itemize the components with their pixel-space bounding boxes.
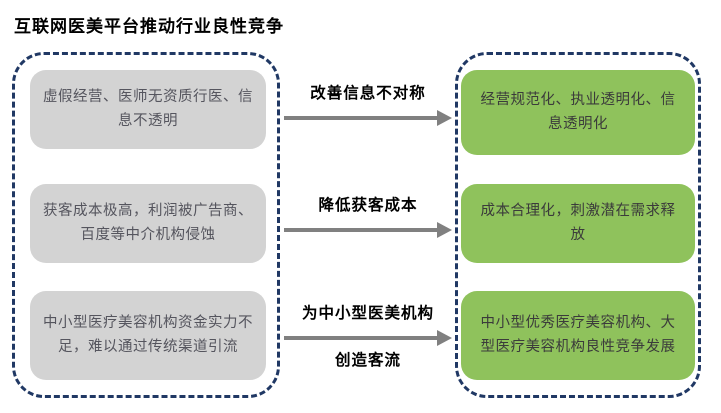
arrow-label: 降低获客成本 — [318, 197, 418, 214]
arrow-label-below: 创造客流 — [334, 351, 401, 369]
problem-box-text: 中小型医疗美容机构资金实力不足，难以通过传统渠道引流 — [43, 315, 253, 355]
problem-box-info-opacity: 虚假经营、医师无资质行医、信息不透明 — [30, 70, 266, 149]
right-arrow-icon — [284, 329, 452, 346]
arrow-head-icon — [437, 109, 452, 126]
arrow-label: 为中小型医美机构 — [301, 305, 434, 322]
problem-box-text: 获客成本极高，利润被广告商、百度等中介机构侵蚀 — [43, 203, 253, 243]
arrow-group-1: 改善信息不对称 — [284, 85, 452, 126]
problems-panel — [12, 52, 280, 398]
arrow-group-3: 为中小型医美机构 创造客流 — [284, 305, 452, 370]
outcome-box-text: 经营规范化、执业透明化、信息透明化 — [480, 92, 676, 132]
right-arrow-icon — [284, 221, 452, 238]
arrow-line — [284, 336, 438, 340]
problem-box-traffic-channels: 中小型医疗美容机构资金实力不足，难以通过传统渠道引流 — [30, 291, 266, 380]
problem-box-text: 虚假经营、医师无资质行医、信息不透明 — [43, 89, 253, 129]
outcome-box-text: 成本合理化，刺激潜在需求释放 — [480, 203, 676, 243]
outcomes-panel — [455, 52, 701, 398]
outcome-box-healthy-competition: 中小型优秀医疗美容机构、大型医疗美容机构良性竞争发展 — [461, 291, 695, 380]
arrow-line — [284, 116, 438, 120]
arrow-head-icon — [437, 329, 452, 346]
arrow-group-2: 降低获客成本 — [284, 197, 452, 238]
outcome-box-transparency: 经营规范化、执业透明化、信息透明化 — [461, 70, 695, 155]
arrow-label: 改善信息不对称 — [310, 85, 426, 102]
outcome-box-text: 中小型优秀医疗美容机构、大型医疗美容机构良性竞争发展 — [480, 315, 676, 355]
arrow-head-icon — [437, 221, 452, 238]
right-arrow-icon — [284, 109, 452, 126]
outcome-box-cost-rationalization: 成本合理化，刺激潜在需求释放 — [461, 184, 695, 263]
arrow-line — [284, 228, 438, 232]
problem-box-acquisition-cost: 获客成本极高，利润被广告商、百度等中介机构侵蚀 — [30, 184, 266, 263]
page-title: 互联网医美平台推动行业良性竞争 — [14, 17, 284, 36]
